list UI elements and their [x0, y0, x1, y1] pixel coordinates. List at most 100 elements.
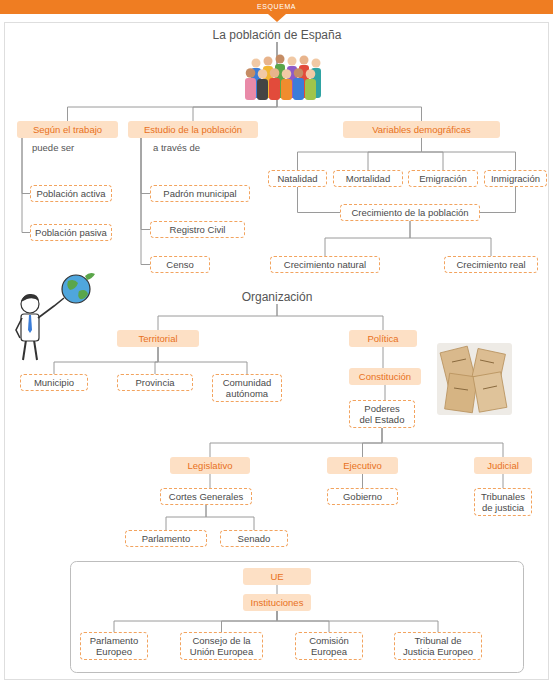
- category-box: Variables demográficas: [343, 121, 500, 138]
- photo-background: [437, 343, 512, 415]
- connector-line: [141, 138, 150, 265]
- connector-line: [363, 428, 383, 457]
- heading-node: La población de España: [177, 28, 377, 42]
- category-box: Política: [349, 330, 417, 347]
- person-body: [257, 79, 268, 100]
- connector-line: [277, 611, 438, 632]
- connector-line: [210, 428, 382, 457]
- concept-box: Parlamento Europeo: [80, 632, 148, 660]
- node-text: Estudio de la población: [132, 124, 254, 135]
- concept-box: Poderes del Estado: [349, 400, 415, 428]
- booklet: [445, 373, 478, 413]
- person-body: [281, 79, 292, 100]
- connector-line: [480, 187, 516, 213]
- connector-line: [382, 428, 503, 457]
- person-body: [299, 65, 309, 98]
- concept-box: Población activa: [30, 185, 112, 202]
- node-text: La población de España: [177, 28, 377, 42]
- connector-line: [422, 138, 444, 170]
- node-text: Mortalidad: [338, 173, 398, 184]
- booklet: [471, 348, 506, 389]
- category-box: Estudio de la población: [128, 121, 258, 138]
- connector-line: [141, 138, 150, 194]
- concept-box: Municipio: [20, 374, 88, 391]
- shirt: [21, 314, 39, 341]
- person-head: [276, 55, 285, 64]
- booklet-mark: [452, 359, 466, 362]
- crowd-illustration: [245, 55, 321, 101]
- category-box: Legislativo: [170, 457, 250, 474]
- node-text: Legislativo: [174, 460, 246, 471]
- node-text: Registro Civil: [155, 224, 240, 235]
- connector-line: [410, 221, 491, 256]
- banner-pointer: [268, 14, 286, 22]
- connector-line: [325, 221, 410, 256]
- connector-line: [362, 474, 363, 488]
- booklet: [440, 346, 476, 388]
- edge-label: a través de: [153, 142, 200, 153]
- node-text: Censo: [155, 259, 205, 270]
- node-text: Judicial: [478, 460, 528, 471]
- node-text: Población activa: [35, 188, 107, 199]
- continent: [78, 290, 88, 299]
- node-text: Crecimiento de la población: [345, 207, 475, 218]
- booklet-mark: [480, 360, 494, 363]
- person-body: [269, 78, 280, 100]
- category-box: UE: [243, 568, 311, 585]
- head: [21, 295, 39, 313]
- connector-line: [22, 138, 30, 233]
- connector-line: [193, 42, 277, 121]
- concept-box: Padrón municipal: [150, 185, 250, 202]
- node-text: Provincia: [122, 377, 188, 388]
- node-text: ESQUEMA: [0, 0, 553, 14]
- connector-line: [166, 505, 206, 530]
- node-text: Crecimiento natural: [275, 259, 375, 270]
- person-head: [270, 68, 280, 78]
- booklet-mark: [483, 386, 497, 389]
- person-head: [282, 69, 292, 79]
- person-body: [275, 64, 285, 98]
- connector-line: [206, 505, 254, 530]
- category-box: Judicial: [474, 457, 532, 474]
- person-body: [305, 79, 316, 100]
- node-text: Tribunales de justicia: [479, 491, 527, 513]
- person-head: [288, 57, 297, 66]
- person-head: [294, 68, 304, 78]
- connector-line: [222, 611, 278, 632]
- person-body: [263, 66, 273, 98]
- connector-line: [385, 385, 386, 400]
- connector-line: [277, 585, 278, 594]
- connector-line: [368, 138, 422, 170]
- node-text: Inmigración: [489, 173, 542, 184]
- concept-box: Comisión Europea: [295, 632, 363, 660]
- concept-box: Consejo de la Unión Europea: [180, 632, 263, 660]
- node-text: Parlamento: [130, 533, 202, 544]
- concept-box: Crecimiento real: [444, 256, 538, 273]
- person-body: [287, 66, 297, 98]
- booklet-mark: [454, 388, 468, 390]
- person-body: [311, 68, 321, 98]
- node-text: Comisión Europea: [300, 635, 358, 657]
- arm: [38, 298, 64, 318]
- connector-line: [277, 304, 383, 330]
- node-text: Organización: [217, 290, 337, 304]
- concept-box: Parlamento: [125, 530, 207, 547]
- node-text: Emigración: [413, 173, 473, 184]
- heading-node: Organización: [217, 290, 337, 304]
- node-text: Cortes Generales: [165, 491, 247, 502]
- concept-box: Mortalidad: [333, 170, 403, 187]
- schema-banner: ESQUEMA: [0, 0, 553, 14]
- tie: [28, 315, 32, 333]
- connector-line: [114, 611, 277, 632]
- person-head: [246, 68, 256, 78]
- node-text: Población pasiva: [35, 227, 107, 238]
- node-text: Crecimiento real: [449, 259, 533, 270]
- leg: [23, 340, 26, 360]
- continent: [67, 280, 78, 290]
- concept-box: Crecimiento natural: [270, 256, 380, 273]
- node-text: UE: [247, 571, 307, 582]
- leaf: [85, 273, 95, 280]
- node-text: Tribunal de Justicia Europeo: [400, 635, 476, 657]
